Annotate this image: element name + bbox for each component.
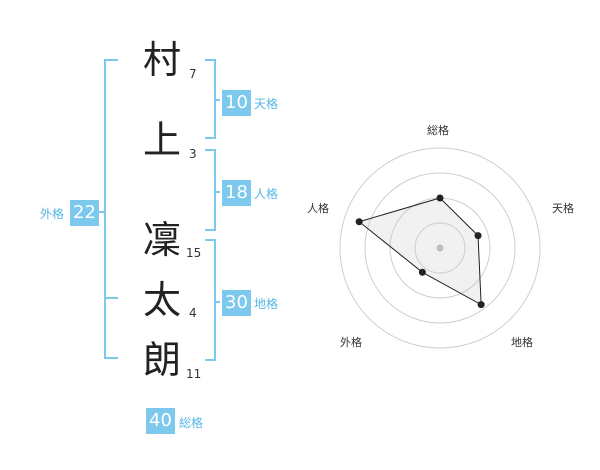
radar-ring: [339, 147, 541, 349]
stroke-count-4: 4: [189, 306, 197, 320]
name-char-1: 村: [142, 38, 181, 82]
name-char-3: 凜: [142, 218, 181, 262]
name-char-4: 太: [142, 278, 181, 322]
radar-axis-tenkaku: 天格: [552, 202, 574, 215]
radar-ring: [364, 172, 516, 324]
tenkaku-value: 10: [222, 90, 251, 116]
jinkaku-value: 18: [222, 180, 251, 206]
jinkaku-label: 人格: [254, 187, 279, 201]
radar-axis-gaikaku: 外格: [340, 336, 362, 349]
tenkaku-label: 天格: [254, 97, 279, 111]
name-char-5: 朗: [142, 338, 181, 382]
radar-point: [418, 268, 426, 276]
soukaku-label: 総格: [179, 416, 204, 430]
radar-axis-chikaku: 地格: [511, 336, 533, 349]
chikaku-label: 地格: [254, 297, 279, 311]
stroke-count-3: 15: [186, 246, 202, 260]
radar-ring: [414, 222, 466, 274]
stroke-count-1: 7: [189, 67, 197, 81]
radar-center: [436, 244, 444, 252]
radar-point: [477, 301, 485, 309]
radar-axis-soukaku: 総格: [427, 124, 449, 137]
stroke-count-2: 3: [189, 147, 197, 161]
radar-point: [355, 218, 363, 226]
radar-axis-jinkaku: 人格: [307, 202, 329, 215]
stroke-count-5: 11: [186, 367, 202, 381]
name-char-2: 上: [142, 118, 181, 162]
radar-point: [474, 232, 482, 240]
gaikaku-value: 22: [70, 200, 99, 226]
radar-point: [436, 194, 444, 202]
soukaku-value: 40: [146, 408, 175, 434]
gaikaku-label: 外格: [40, 207, 65, 221]
radar-polygon: [358, 197, 482, 306]
chikaku-value: 30: [222, 290, 251, 316]
